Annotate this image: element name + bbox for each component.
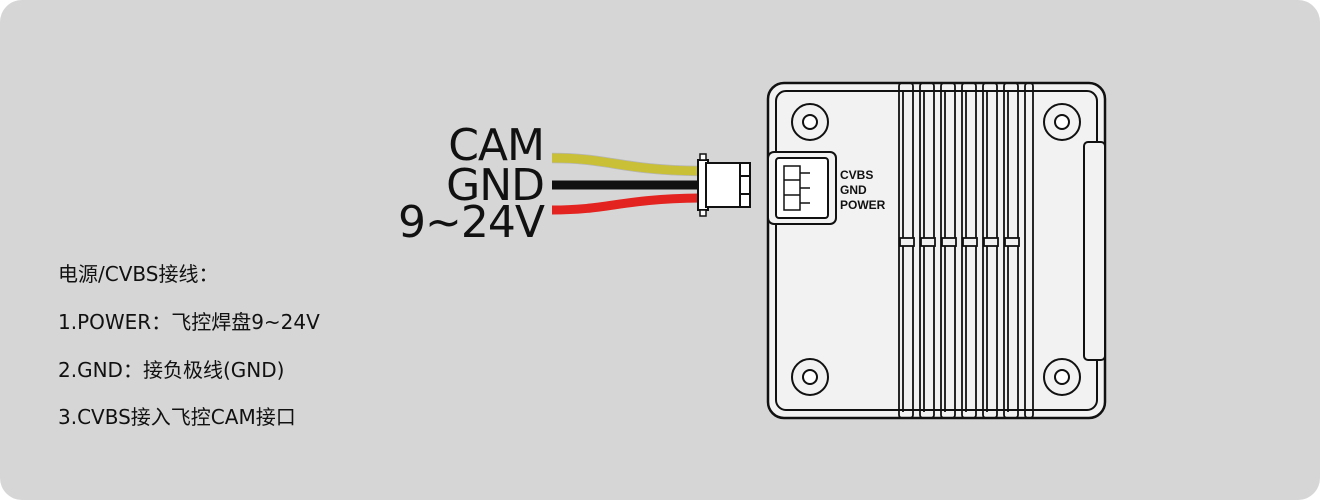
pin-label-power: POWER [840,198,886,212]
power-wire-label: 9~24V [398,197,545,248]
heatsink-fins [898,82,1034,419]
side-clip [1083,141,1106,361]
pin-label-gnd: GND [840,183,867,197]
wiring-note-cvbs: 3.CVBS接入飞控CAM接口 [58,405,296,429]
gnd-wire-label: GND [446,160,545,211]
vtx-module: CVBS GND POWER [766,81,1107,420]
cam-wire-label: CAM [448,120,545,171]
wiring-note-gnd: 2.GND：接负极线(GND) [58,358,285,382]
wire-plug [697,153,751,217]
cam-wire [551,153,701,176]
wiring-notes-title: 电源/CVBS接线： [58,262,219,286]
power-wire [551,193,701,215]
pin-label-cvbs: CVBS [840,168,873,182]
cam-wire-outline [551,152,701,177]
board-socket [767,151,837,225]
mounting-holes [791,103,1081,396]
wiring-note-power: 1.POWER：飞控焊盘9~24V [58,310,320,334]
